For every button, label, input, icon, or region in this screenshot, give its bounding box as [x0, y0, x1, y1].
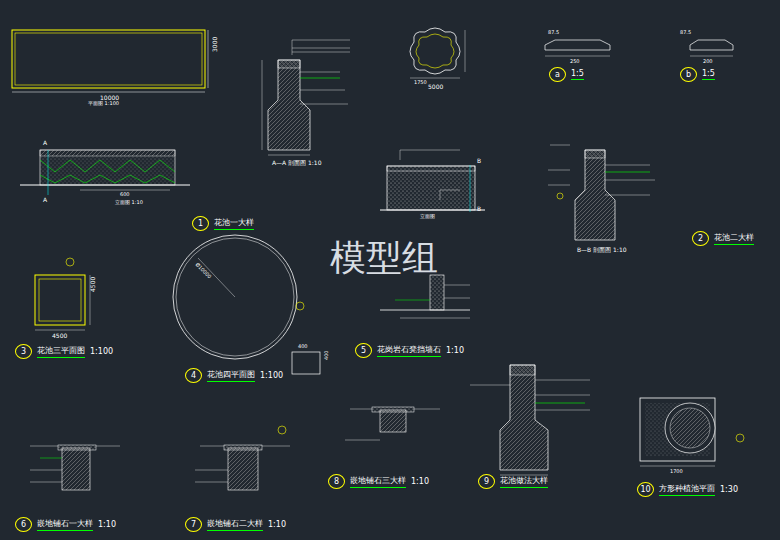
detail-callout: 4 花池四平面图 1:100 [185, 368, 283, 383]
callout-number: 5 [355, 343, 372, 358]
callout-number: 3 [15, 344, 32, 359]
detail-callout: 6 嵌地铺石一大样 1:10 [15, 517, 116, 532]
detail-title: 方形种植池平面 [659, 483, 715, 496]
dimension-label: 200 [703, 59, 713, 64]
callout-number: 10 [637, 482, 654, 497]
scale-note: 1:10 [98, 520, 116, 529]
callout-number: 7 [185, 517, 202, 532]
dimension-label: 3000 [212, 37, 218, 52]
detail-title: 花岗岩石凳挡墙石 [377, 344, 441, 357]
detail-title: 1:5 [702, 69, 715, 80]
dimension-label: A—A 剖面图 1:10 [272, 160, 322, 166]
detail-callout: a 1:5 [549, 67, 584, 82]
dimension-label: 1700 [670, 469, 683, 474]
callout-number: 4 [185, 368, 202, 383]
dimension-label: 立面图 [420, 214, 435, 219]
dimension-label: 600 [120, 192, 130, 197]
scale-note: 1:10 [446, 346, 464, 355]
detail-title: 1:5 [571, 69, 584, 80]
callout-number: 8 [328, 474, 345, 489]
callout-number: 9 [478, 474, 495, 489]
detail-title: 花池一大样 [214, 217, 254, 230]
detail-title: 嵌地铺石二大样 [207, 518, 263, 531]
detail-callout: 5 花岗岩石凳挡墙石 1:10 [355, 343, 464, 358]
dimension-label: 4500 [90, 277, 96, 292]
dimension-label: A [43, 197, 47, 203]
scale-note: 1:100 [90, 347, 113, 356]
scale-note: 1:10 [411, 477, 429, 486]
callout-number: 6 [15, 517, 32, 532]
detail-title: 花池做法大样 [500, 475, 548, 488]
dimension-label: 250 [570, 59, 580, 64]
dimension-label: 87.5 [548, 30, 559, 35]
detail-callout: 1 花池一大样 [192, 216, 254, 231]
dimension-label: 1750 [414, 80, 427, 85]
scale-note: 1:100 [260, 371, 283, 380]
callout-number: a [549, 67, 566, 82]
detail-title: 嵌地铺石一大样 [37, 518, 93, 531]
detail-callout: b 1:5 [680, 67, 715, 82]
dimension-label: 5000 [428, 84, 443, 90]
dimension-label: B [477, 158, 481, 164]
dimension-label: Ø10000 [194, 262, 212, 280]
detail-callout: 10 方形种植池平面 1:30 [637, 482, 738, 497]
detail-callout: 2 花池二大样 [692, 231, 754, 246]
detail-title: 花池二大样 [714, 232, 754, 245]
detail-callout: 3 花池三平面图 1:100 [15, 344, 113, 359]
detail-title: 花池三平面图 [37, 345, 85, 358]
dimension-label: B—B 剖面图 1:10 [577, 247, 627, 253]
dimension-label: 400 [298, 344, 308, 349]
detail-callout: 7 嵌地铺石二大样 1:10 [185, 517, 286, 532]
detail-title: 花池四平面图 [207, 369, 255, 382]
scale-note: 1:30 [720, 485, 738, 494]
dimension-label: B [477, 206, 481, 212]
dimension-label: 87.5 [680, 30, 691, 35]
callout-number: 2 [692, 231, 709, 246]
dimension-label: 4500 [52, 333, 67, 339]
scale-note: 1:10 [268, 520, 286, 529]
detail-title: 嵌地铺石三大样 [350, 475, 406, 488]
watermark: 模型组 [330, 240, 438, 276]
dimension-label: A [43, 140, 47, 146]
callout-number: b [680, 67, 697, 82]
dimension-label: 400 [324, 350, 329, 360]
dimension-label: 平面图 1:100 [88, 101, 119, 106]
detail-callout: 9 花池做法大样 [478, 474, 548, 489]
dimension-label: 立面图 1:10 [115, 200, 143, 205]
callout-number: 1 [192, 216, 209, 231]
detail-callout: 8 嵌地铺石三大样 1:10 [328, 474, 429, 489]
